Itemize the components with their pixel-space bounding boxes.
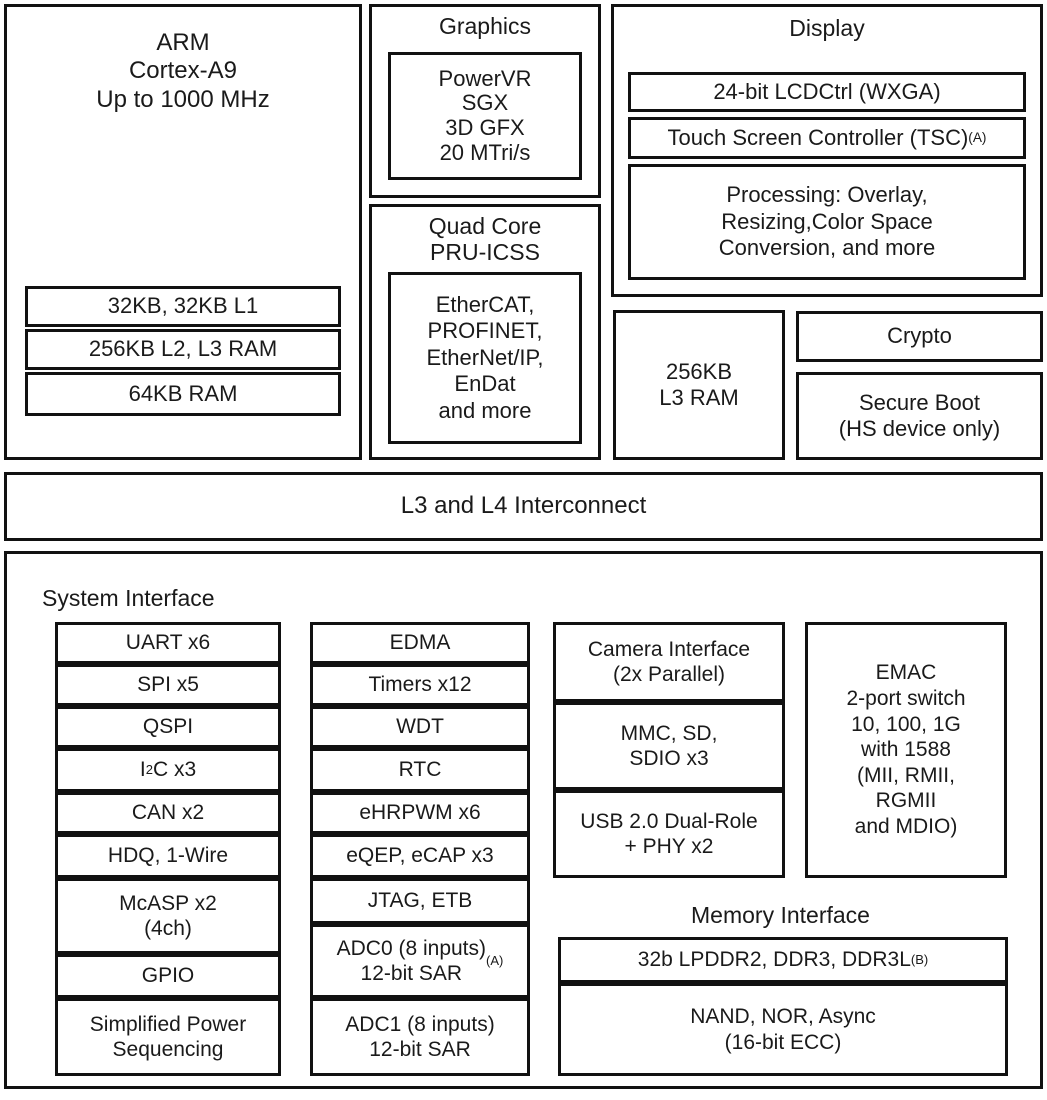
peripheral-qspi: QSPI — [55, 706, 281, 748]
crypto-block: Crypto — [796, 311, 1043, 362]
graphics-powervr-sgx: PowerVR SGX 3D GFX 20 MTri/s — [388, 52, 582, 180]
memory-interface-ddr: 32b LPDDR2, DDR3, DDR3L(B) — [558, 937, 1008, 983]
peripheral-adc0: ADC0 (8 inputs) 12-bit SAR(A) — [310, 924, 530, 998]
pru-icss-header: Quad Core PRU-ICSS — [428, 213, 542, 266]
peripheral-hdq-1wire: HDQ, 1-Wire — [55, 834, 281, 878]
secure-boot-block: Secure Boot (HS device only) — [796, 372, 1043, 460]
peripheral-uart: UART x6 — [55, 622, 281, 664]
peripheral-emac: EMAC 2-port switch 10, 100, 1G with 1588… — [805, 622, 1007, 878]
peripheral-simplified-power-sequencing: Simplified Power Sequencing — [55, 998, 281, 1076]
peripheral-edma: EDMA — [310, 622, 530, 664]
peripheral-can: CAN x2 — [55, 792, 281, 834]
peripheral-gpio: GPIO — [55, 954, 281, 998]
pru-icss-protocols: EtherCAT, PROFINET, EtherNet/IP, EnDat a… — [388, 272, 582, 444]
display-tsc-label: Touch Screen Controller (TSC) — [667, 124, 969, 150]
l3-ram-256kb: 256KB L3 RAM — [613, 310, 785, 460]
display-touch-screen-controller: Touch Screen Controller (TSC)(A) — [628, 117, 1026, 159]
peripheral-i2c-post: C x3 — [152, 758, 197, 782]
memory-interface-header: Memory Interface — [691, 902, 870, 928]
peripheral-mcasp: McASP x2 (4ch) — [55, 878, 281, 954]
peripheral-eqep-ecap: eQEP, eCAP x3 — [310, 834, 530, 878]
peripheral-spi: SPI x5 — [55, 664, 281, 706]
peripheral-usb: USB 2.0 Dual-Role + PHY x2 — [553, 790, 785, 878]
peripheral-adc0-label: ADC0 (8 inputs) 12-bit SAR — [336, 936, 487, 985]
display-processing: Processing: Overlay, Resizing,Color Spac… — [628, 164, 1026, 280]
arm-l1-cache: 32KB, 32KB L1 — [25, 286, 341, 327]
peripheral-adc1: ADC1 (8 inputs) 12-bit SAR — [310, 998, 530, 1076]
peripheral-wdt: WDT — [310, 706, 530, 748]
graphics-header: Graphics — [438, 13, 532, 39]
peripheral-i2c-pre: I — [139, 758, 146, 782]
arm-cpu-header: ARM Cortex-A9 Up to 1000 MHz — [96, 29, 270, 113]
peripheral-timers: Timers x12 — [310, 664, 530, 706]
display-lcdctrl: 24-bit LCDCtrl (WXGA) — [628, 72, 1026, 112]
arm-l2-l3-ram: 256KB L2, L3 RAM — [25, 329, 341, 370]
l3-l4-interconnect: L3 and L4 Interconnect — [4, 472, 1043, 541]
peripheral-mmc-sd-sdio: MMC, SD, SDIO x3 — [553, 702, 785, 790]
peripheral-camera-interface: Camera Interface (2x Parallel) — [553, 622, 785, 702]
peripheral-rtc: RTC — [310, 748, 530, 792]
arm-64kb-ram: 64KB RAM — [25, 372, 341, 416]
memory-interface-ddr-label: 32b LPDDR2, DDR3, DDR3L — [637, 948, 911, 972]
peripheral-jtag-etb: JTAG, ETB — [310, 878, 530, 924]
system-interface-header: System Interface — [42, 585, 215, 611]
memory-interface-nand-nor: NAND, NOR, Async (16-bit ECC) — [558, 983, 1008, 1076]
display-lcdctrl-label: 24-bit LCDCtrl (WXGA) — [713, 78, 941, 104]
peripheral-ehrpwm: eHRPWM x6 — [310, 792, 530, 834]
display-header: Display — [789, 15, 865, 41]
